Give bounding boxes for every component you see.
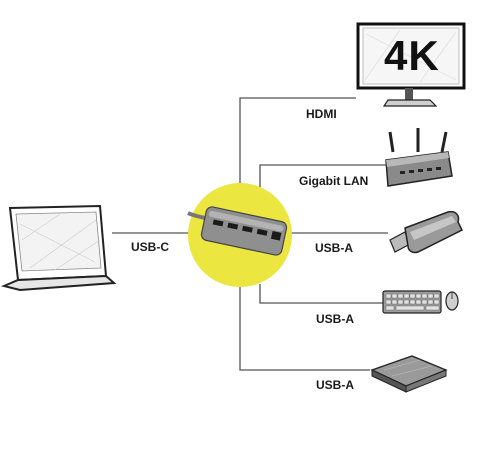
keyboard-and-mouse-icon	[382, 290, 459, 314]
usb-a-label-1: USB-A	[315, 241, 353, 255]
usb-c-hub-icon	[187, 206, 288, 256]
external-hard-drive-icon	[370, 355, 448, 393]
usb-a-line-2	[259, 284, 384, 304]
connector-lines	[112, 97, 388, 371]
usb-c-label: USB-C	[131, 240, 169, 254]
laptop-icon	[0, 204, 117, 292]
usb-a-label-3: USB-A	[316, 378, 354, 392]
usb-a-line-3	[239, 284, 370, 371]
gigabit-lan-label: Gigabit LAN	[299, 174, 369, 188]
monitor-icon	[356, 22, 466, 107]
hdmi-label: HDMI	[306, 107, 337, 121]
router-icon	[385, 128, 453, 187]
monitor-resolution-text: 4K	[384, 32, 440, 79]
hdmi-line	[239, 97, 356, 187]
usb-a-label-2: USB-A	[316, 312, 354, 326]
lan-line	[259, 164, 386, 190]
usb-flash-drive-icon	[389, 210, 464, 254]
